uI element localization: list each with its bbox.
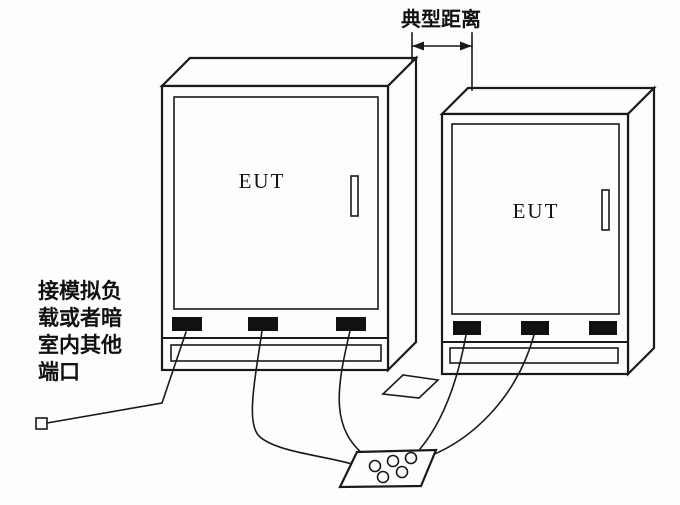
- right-cabinet-port-3: [589, 321, 617, 335]
- side-note-line-3: 室内其他: [38, 333, 122, 357]
- left-cabinet-door-panel: [173, 96, 379, 310]
- left-cabinet-door-handle: [350, 175, 359, 217]
- socket-hole-2: [386, 454, 400, 468]
- right-cabinet: EUT: [439, 85, 657, 377]
- cable-to-load-port: [46, 331, 187, 424]
- right-cabinet-top-face: [439, 86, 657, 116]
- left-cabinet: EUT: [159, 55, 419, 373]
- dimension-arrowhead-left: [412, 41, 424, 51]
- typical-distance-label: 典型距离: [401, 7, 481, 31]
- socket-strip: [338, 448, 438, 489]
- right-cabinet-port-1: [453, 321, 481, 335]
- cables: [46, 330, 535, 465]
- cable-right-port2-to-socket: [429, 334, 535, 457]
- side-note: 接模拟负 载或者暗 室内其他 端口: [38, 279, 122, 384]
- right-cabinet-door-handle: [601, 189, 610, 231]
- simulated-load-connector: [35, 417, 48, 430]
- left-cabinet-port-3: [336, 317, 366, 331]
- cable-left-port3-to-socket: [338, 330, 369, 459]
- right-cabinet-eut-label: EUT: [513, 199, 560, 223]
- typical-distance-dimension: 典型距离: [401, 7, 481, 91]
- right-cabinet-base-recess: [449, 347, 619, 364]
- left-cabinet-eut-label: EUT: [239, 169, 286, 193]
- dimension-arrowhead-right: [460, 41, 472, 51]
- cable-right-port1-to-socket: [419, 334, 467, 450]
- socket-hole-3: [404, 451, 418, 465]
- right-cabinet-side-face: [626, 85, 656, 377]
- socket-hole-4: [376, 470, 390, 484]
- right-cabinet-door-panel: [451, 123, 620, 315]
- side-note-line-2: 载或者暗: [38, 306, 122, 330]
- right-cabinet-port-2: [521, 321, 549, 335]
- socket-strip-body: [338, 448, 438, 489]
- left-cabinet-top-face: [159, 56, 419, 88]
- left-cabinet-side-face: [386, 55, 418, 373]
- cable-left-port2-to-socket: [251, 330, 353, 465]
- side-note-line-1: 接模拟负: [38, 279, 122, 303]
- left-cabinet-base-recess: [170, 344, 382, 362]
- left-cabinet-port-1: [172, 317, 202, 331]
- floor-plate: [381, 374, 440, 399]
- left-cabinet-port-2: [248, 317, 278, 331]
- socket-hole-1: [368, 459, 382, 473]
- socket-hole-5: [395, 465, 409, 479]
- side-note-line-4: 端口: [38, 361, 80, 384]
